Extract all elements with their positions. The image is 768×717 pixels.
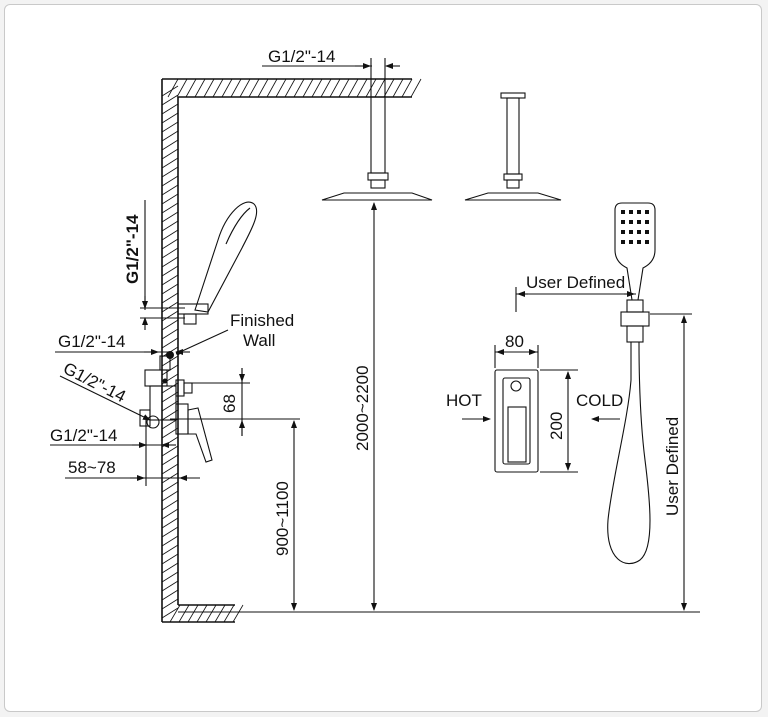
dimension-lines — [50, 58, 692, 611]
label-plate-width: 80 — [505, 332, 524, 351]
wall-hatch-left — [161, 85, 179, 619]
label-left-thread-diag: G1/2"-14 — [60, 359, 129, 407]
label-hot: HOT — [446, 391, 482, 410]
label-head-height: 2000~2200 — [353, 365, 372, 451]
trim-plate — [494, 369, 539, 473]
label-vertical-thread: G1/2"-14 — [123, 214, 142, 284]
label-mixer-height: 900~1100 — [273, 481, 292, 556]
label-plate-height: 200 — [547, 412, 566, 440]
wall-hatch-top — [167, 78, 422, 98]
label-cold: COLD — [576, 391, 623, 410]
label-user-defined-h: User Defined — [526, 273, 625, 292]
wall-hatch-bottom — [169, 604, 244, 623]
label-wall-depth: 58~78 — [68, 458, 116, 477]
label-dim-68: 68 — [220, 394, 239, 413]
label-top-thread: G1/2"-14 — [268, 47, 335, 66]
rain-shower-head-right — [464, 92, 562, 201]
wall-section — [161, 78, 422, 623]
label-finished: Finished — [230, 311, 294, 330]
label-left-thread-2: G1/2"-14 — [50, 426, 117, 445]
label-wall: Wall — [243, 331, 275, 350]
label-user-defined-v: User Defined — [663, 417, 682, 516]
hand-shower-left — [177, 201, 258, 325]
hand-shower-right — [607, 202, 656, 565]
label-left-thread-1: G1/2"-14 — [58, 332, 125, 351]
nozzle-grid — [621, 210, 649, 244]
rain-shower-head-left — [321, 96, 433, 201]
diagram-border — [4, 4, 762, 712]
